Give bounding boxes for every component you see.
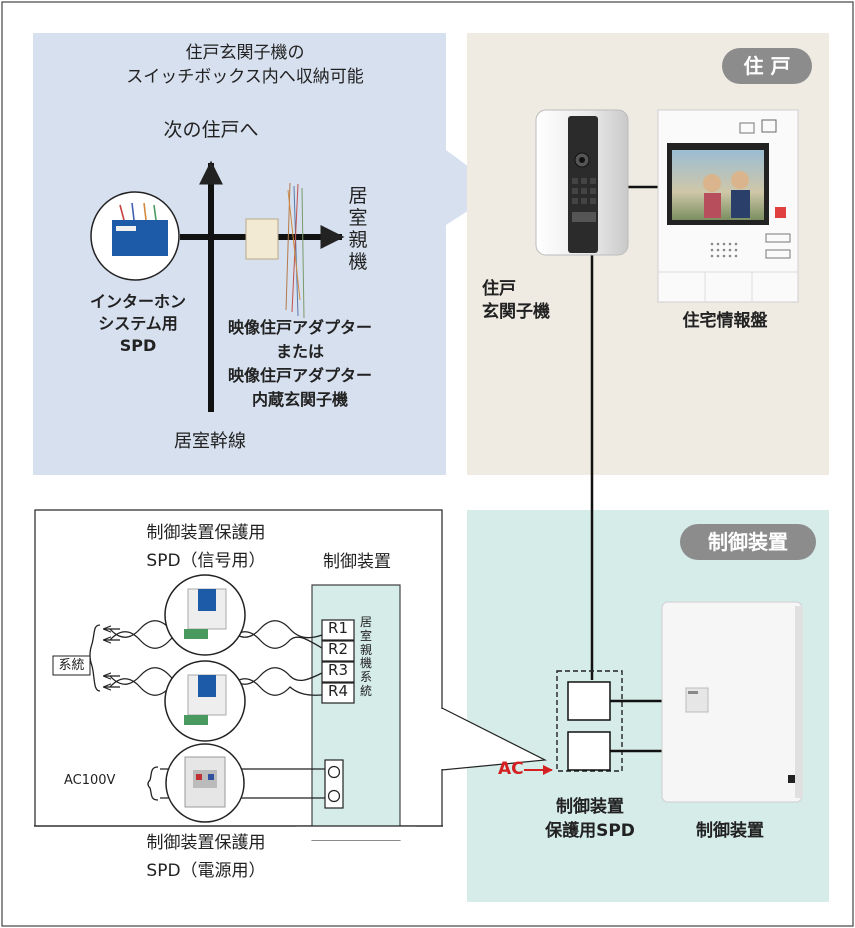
terminal-group-label: 居室親機系統 [359, 615, 372, 698]
next-residence-label: 次の住戸へ [163, 119, 259, 141]
note-line-2: スイッチボックス内へ収納可能 [126, 67, 364, 87]
adapter-line-4: 内蔵玄関子機 [251, 390, 348, 409]
system-label: 系統 [58, 658, 85, 673]
control-spd-box-2 [567, 731, 611, 771]
adapter-image [245, 182, 305, 319]
terminal-boxes [321, 619, 355, 704]
control-spd-box-1 [567, 681, 611, 721]
system-label-box [52, 655, 91, 676]
door-unit-label-1: 住戸 [482, 279, 516, 299]
terminal-r1: R1 [328, 619, 348, 637]
control-spd-label-2: 保護用SPD [545, 821, 635, 841]
power-spd-label-2: SPD（電源用） [146, 861, 266, 881]
adapter-line-1: 映像住戸アダプター [227, 318, 372, 337]
note-line-1: 住戸玄関子機の [185, 43, 305, 63]
spd-dashed-enclosure [556, 670, 623, 772]
trunk-label: 居室幹線 [174, 431, 246, 452]
info-panel-image [657, 109, 799, 303]
resident-badge: 住 戸 [722, 48, 812, 84]
signal-spd-label-2: SPD（信号用） [146, 551, 266, 571]
control-device-label: 制御装置 [696, 821, 764, 841]
terminal-r2: R2 [328, 640, 348, 658]
control-device-image [661, 601, 803, 803]
system-brace [89, 624, 101, 692]
info-panel-label: 住宅情報盤 [682, 311, 768, 331]
ac-brace [147, 766, 159, 801]
adapter-line-2: または [275, 342, 324, 361]
device-header-label: 制御装置 [323, 552, 391, 572]
intercom-spd-line-3: SPD [119, 336, 157, 355]
control-badge: 制御装置 [680, 524, 816, 560]
adapter-line-3: 映像住戸アダプター [227, 366, 372, 385]
signal-spd-image-2 [164, 660, 246, 742]
door-unit-image [535, 109, 629, 256]
door-unit-label-2: 玄関子機 [482, 302, 550, 322]
power-terminals [324, 759, 344, 809]
control-spd-label-1: 制御装置 [556, 797, 624, 817]
signal-spd-label-1: 制御装置保護用 [146, 523, 266, 543]
intercom-spd-image [90, 191, 180, 281]
terminal-r3: R3 [328, 661, 348, 679]
ac-label: AC [498, 759, 524, 779]
signal-spd-image-1 [164, 574, 246, 656]
power-spd-label-1: 制御装置保護用 [146, 833, 266, 853]
room-unit-label: 居室親機 [348, 185, 368, 273]
intercom-spd-line-1: インターホン [89, 292, 186, 311]
intercom-spd-line-2: システム用 [98, 314, 178, 333]
signal-arrowheads [104, 629, 120, 687]
terminal-r4: R4 [328, 682, 348, 700]
power-spd-image [165, 743, 245, 823]
ac100v-label: AC100V [64, 773, 116, 788]
